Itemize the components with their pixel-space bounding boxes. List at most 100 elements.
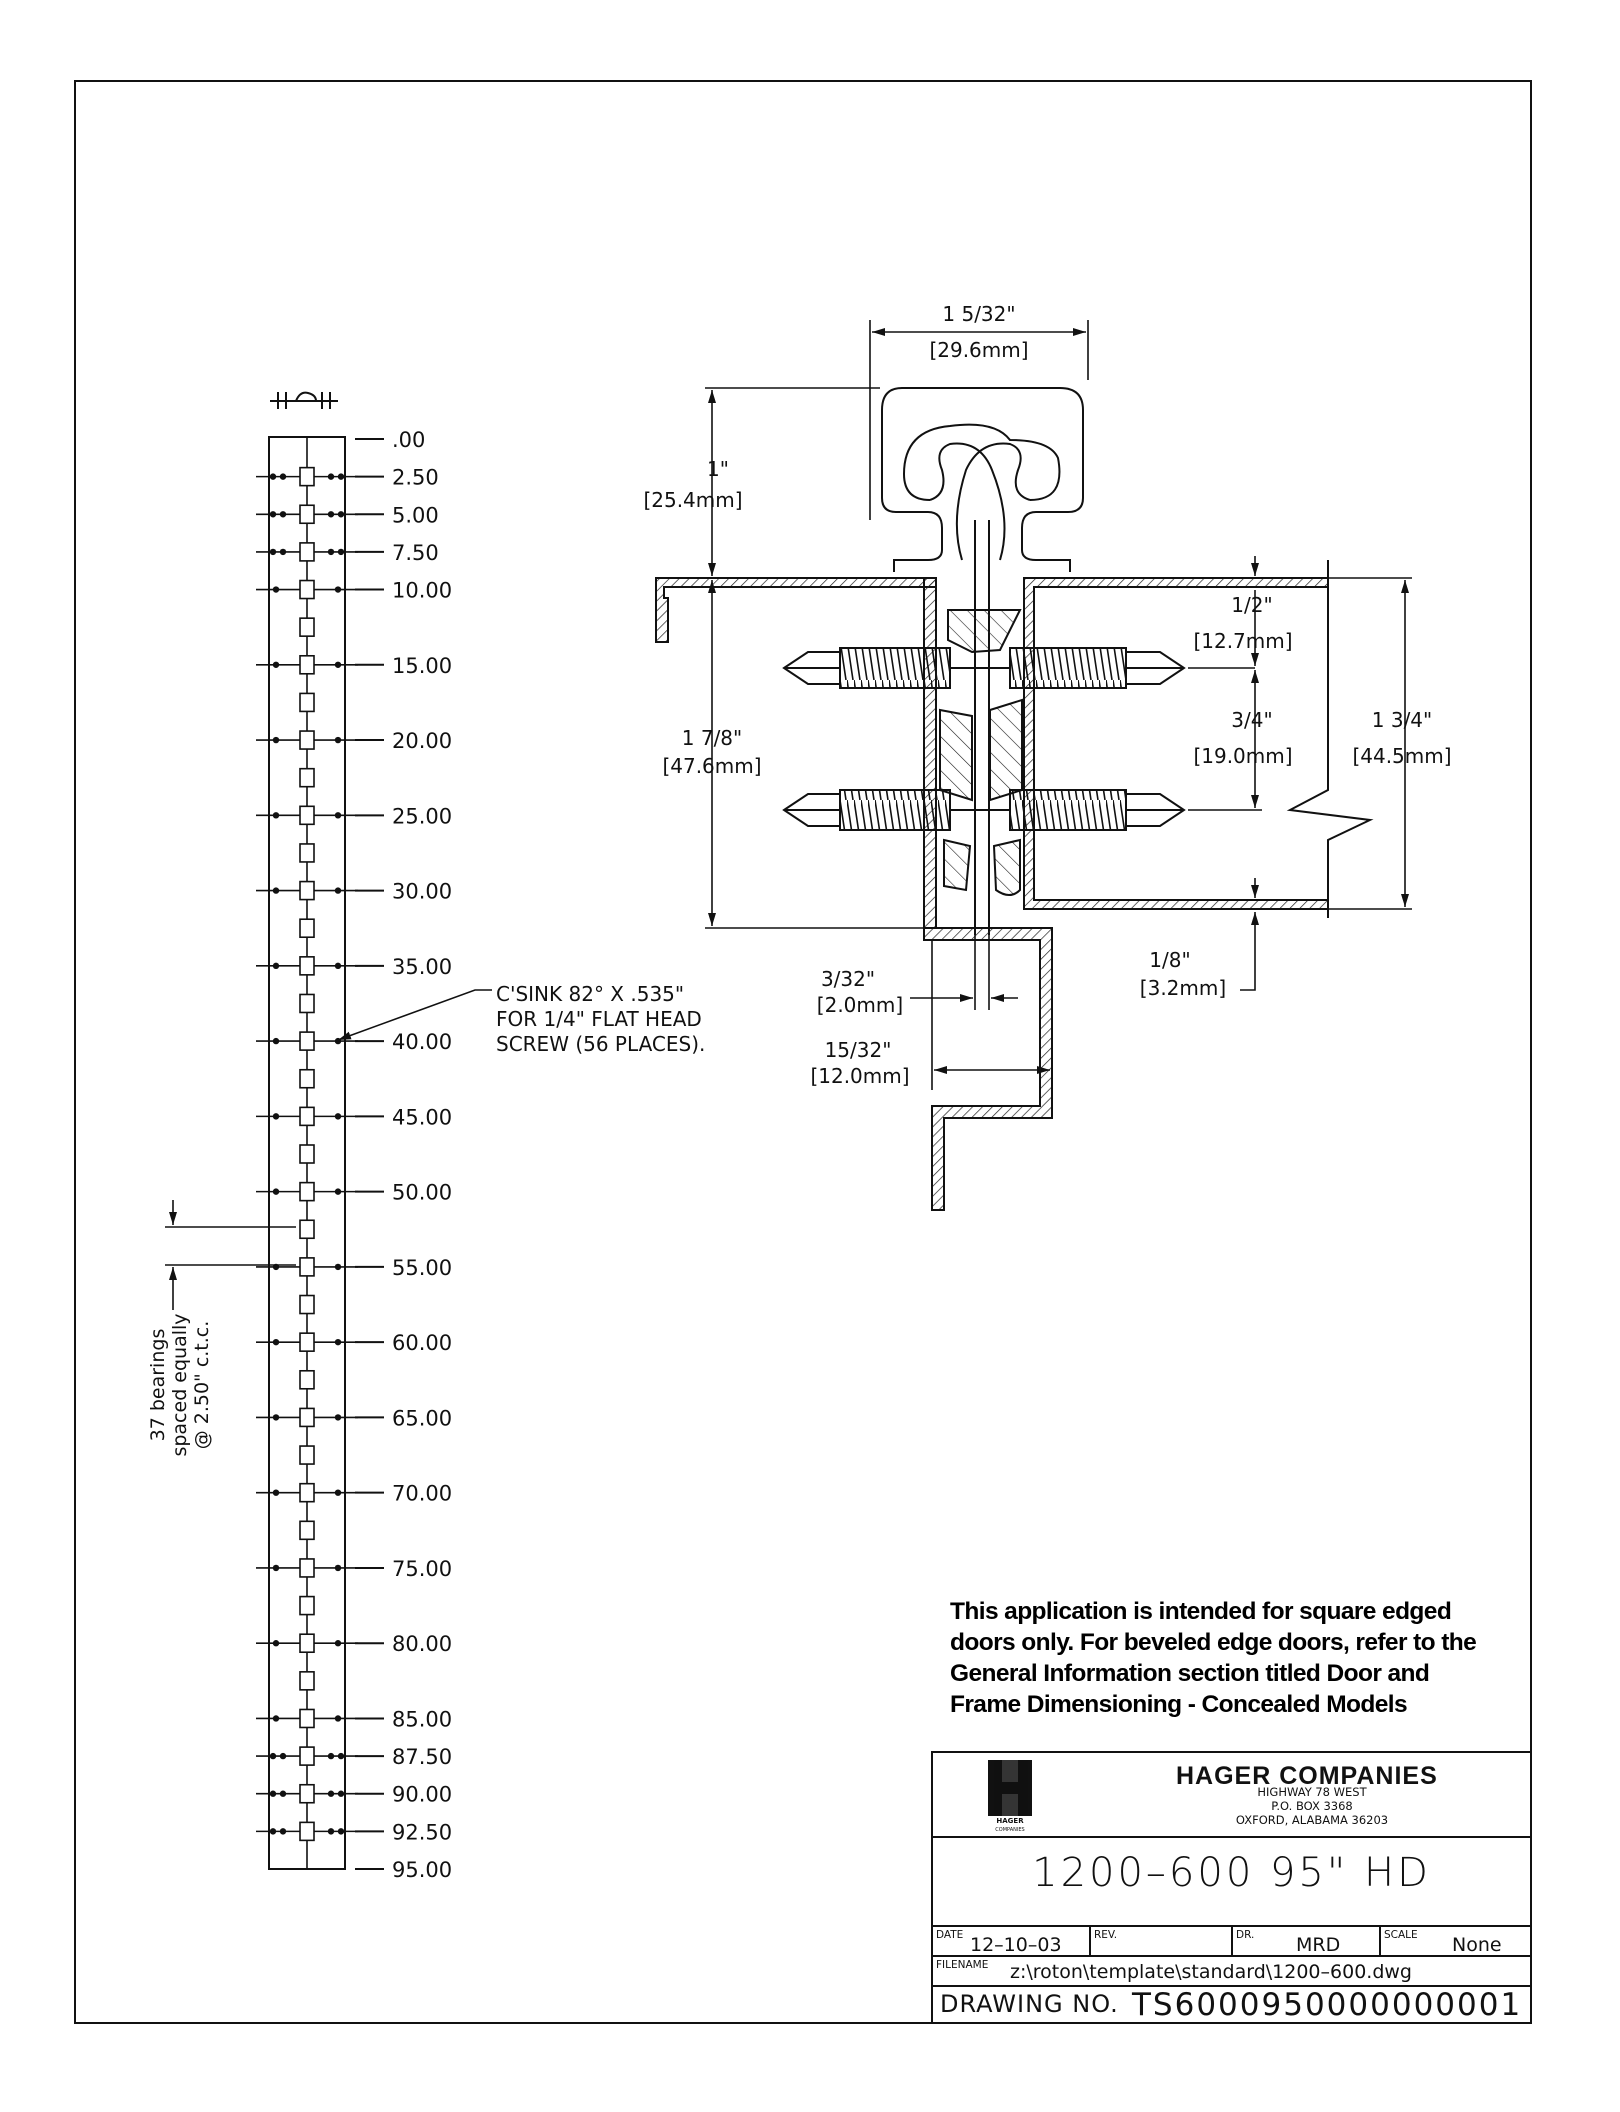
bearing-box [299, 542, 315, 562]
hinge-knuckle-inner [902, 423, 1061, 561]
leaf-insert-mid-right [989, 698, 1023, 802]
screw-hole-dot [337, 1790, 345, 1797]
bearing-box [299, 1558, 315, 1578]
screw-hole-dot [334, 661, 342, 668]
bearing-box [299, 504, 315, 525]
strip-mark-label: 45.00 [392, 1105, 452, 1129]
screw-hole-dot [334, 1113, 342, 1120]
width-in: 1 5/32" [942, 302, 1015, 326]
eighth-in: 1/8" [1149, 948, 1190, 972]
bearing-box [299, 1031, 315, 1051]
screw-hole-dot [279, 1752, 287, 1760]
bearing-box [299, 1595, 315, 1616]
strip-mark-label: 30.00 [392, 880, 452, 904]
hinge-cross-section [655, 387, 1374, 1211]
screw-hole-dot [272, 1113, 280, 1120]
screw-hole-dot [279, 511, 287, 518]
door-in: 1 3/4" [1372, 708, 1432, 732]
bearing-box [299, 956, 315, 976]
bearing-box [299, 1332, 315, 1352]
screw-hole-dot [327, 473, 335, 480]
bearing-box [299, 1181, 315, 1202]
screw-hole-dot [337, 1752, 345, 1760]
screw-upper-thread-right [1009, 647, 1127, 689]
screw-hole-dot [272, 586, 280, 593]
screw-hole-dot [334, 1489, 342, 1496]
screw-hole-dot [272, 1640, 280, 1647]
screw-lower-thread-right [1009, 789, 1127, 831]
bearing-box [299, 1294, 315, 1315]
leaf-insert-mid-left [939, 708, 973, 802]
bearing-box [299, 1106, 315, 1127]
bearing-box [299, 466, 315, 487]
screw-hole-dot [334, 1188, 342, 1195]
bearing-box [299, 1821, 315, 1842]
note-line-2: doors only. For beveled edge doors, refe… [950, 1629, 1477, 1656]
offset-in: 15/32" [825, 1038, 892, 1062]
strip-mark-label: 2.50 [392, 466, 439, 490]
section-dimension-text: 1 5/32" [29.6mm] 1" [25.4mm] 1 7/8" [47.… [643, 302, 1451, 1088]
bearing-box [299, 692, 315, 713]
strip-mark-label: 80.00 [392, 1632, 452, 1656]
dr-label: DR. [1236, 1929, 1255, 1941]
bearing-box [299, 843, 315, 863]
bearing-box [299, 1708, 315, 1729]
screw-hole-dot [279, 1828, 287, 1835]
bearing-note-line-3: @ 2.50" c.t.c. [191, 1321, 213, 1450]
screw-hole-dot [337, 511, 345, 518]
screw-hole-dot [279, 1790, 287, 1797]
screw-hole-dot [334, 887, 342, 894]
screw-hole-dot [334, 1640, 342, 1647]
bearing-box [299, 730, 315, 750]
screw-hole-dot [337, 473, 345, 480]
screw-note-leader [337, 989, 492, 1041]
bearing-box [299, 918, 315, 939]
hinge-strip: .002.505.007.5010.0015.0020.0025.0030.00… [147, 391, 705, 1882]
leaf-insert-upper-left [947, 609, 1022, 654]
hager-logo-subtext: COMPANIES [995, 1827, 1024, 1833]
frame-left-profile [655, 577, 937, 643]
strip-mark-label: 60.00 [392, 1331, 452, 1355]
bearing-box [299, 767, 315, 788]
bearing-box [299, 1520, 315, 1541]
half-mm: [12.7mm] [1193, 629, 1292, 653]
screw-hole-dot [279, 473, 287, 480]
bearing-box [299, 1671, 315, 1691]
screw-in: 3/4" [1231, 708, 1272, 732]
height-mm: [25.4mm] [643, 488, 742, 512]
bearing-note-line-1: 37 bearings [147, 1329, 169, 1442]
screw-hole-dot [334, 1564, 342, 1572]
screw-hole-dot [272, 1188, 280, 1195]
frame-left-return [923, 577, 937, 929]
screw-lower [782, 789, 1186, 831]
screw-hole-dot [334, 1715, 342, 1722]
bearing-box [299, 1783, 315, 1804]
screw-hole-dot [334, 1263, 342, 1271]
drawing-title: 1200–600 95" HD [1032, 1850, 1431, 1896]
screw-hole-dot [269, 1752, 277, 1760]
strip-mark-label: 15.00 [392, 654, 452, 678]
drawing-no-label: DRAWING NO. [940, 1990, 1119, 2018]
screw-hole-dot [269, 1828, 277, 1835]
screw-hole-dot [272, 887, 280, 894]
gap-in: 3/32" [821, 967, 875, 991]
screw-hole-dot [327, 1752, 335, 1760]
screw-lower-thread-left [839, 789, 951, 831]
screw-note-line-1: C'SINK 82° X .535" [496, 982, 684, 1006]
screw-upper-thread-left [839, 647, 951, 689]
hager-logo: HAGER COMPANIES [988, 1760, 1032, 1833]
scale-label: SCALE [1384, 1929, 1418, 1941]
hinge-top-view-icon [270, 391, 338, 409]
screw-hole-dot [269, 548, 277, 556]
bearing-box [299, 1407, 315, 1428]
screw-hole-dot [327, 548, 335, 556]
screw-hole-dot [272, 736, 280, 744]
width-mm: [29.6mm] [929, 338, 1028, 362]
screw-mm: [19.0mm] [1193, 744, 1292, 768]
title-block [931, 1751, 1532, 2024]
address-line-3: OXFORD, ALABAMA 36203 [1235, 1813, 1389, 1827]
sheet-border [74, 80, 1532, 2024]
strip-mark-label: 10.00 [392, 579, 452, 603]
screw-hole-dot [272, 1037, 280, 1045]
strip-mark-label: 25.00 [392, 804, 452, 828]
